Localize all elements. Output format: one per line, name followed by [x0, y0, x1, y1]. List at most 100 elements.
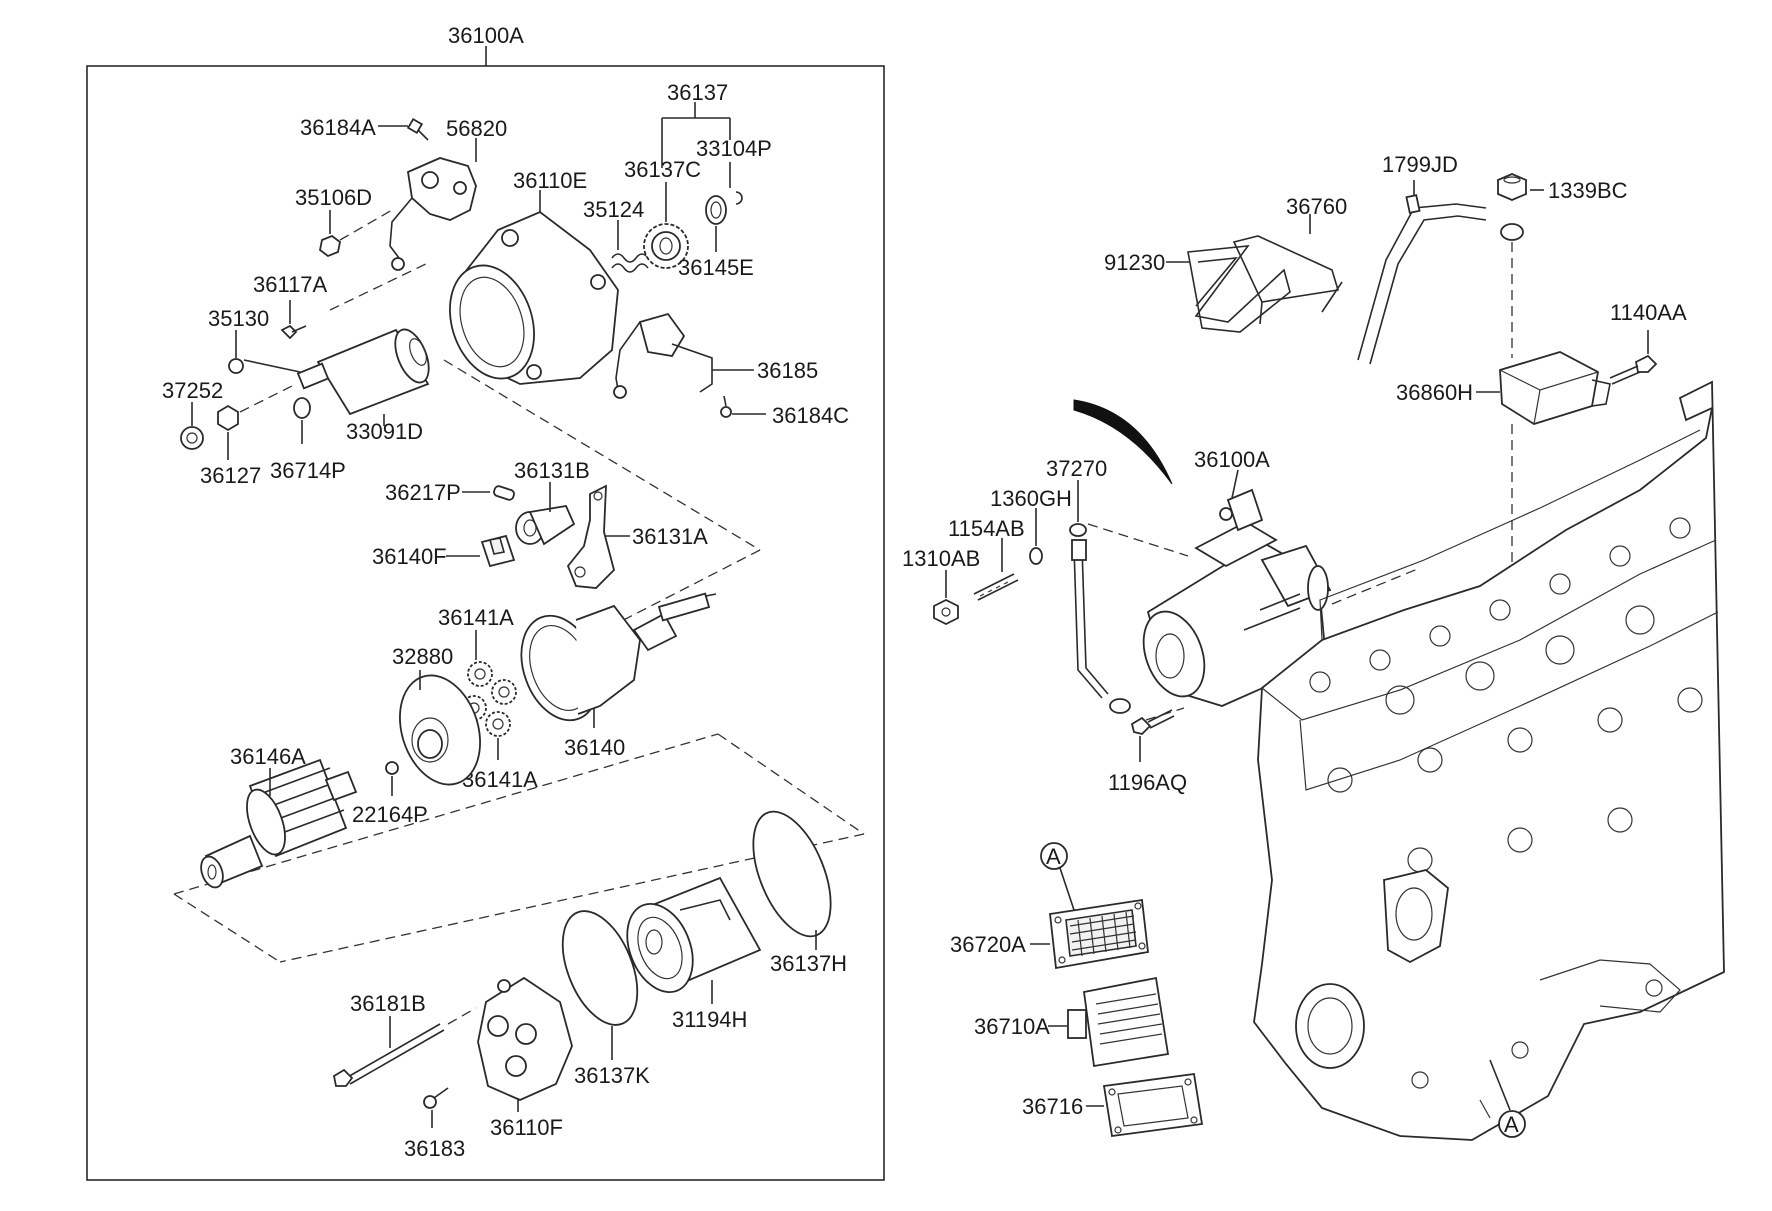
label-91230: 91230	[1104, 250, 1165, 275]
ring-36137K	[561, 910, 639, 1060]
nut-1310AB	[933, 570, 959, 626]
lever-36131A	[566, 484, 630, 589]
label-36137: 36137	[667, 80, 728, 105]
label-36137H: 36137H	[770, 951, 847, 976]
rear-cover-36110F	[477, 976, 573, 1112]
label-36185: 36185	[757, 358, 818, 383]
label-1140AA: 1140AA	[1610, 300, 1687, 325]
sleeve-36131B	[515, 482, 576, 546]
nut-37252	[180, 402, 204, 450]
label-36140: 36140	[564, 735, 625, 760]
harness-36760	[1232, 203, 1487, 365]
armature-36146A	[200, 758, 358, 889]
block-36140F	[446, 534, 516, 568]
label-33104P: 33104P	[696, 136, 772, 161]
bolt-1140AA	[1609, 330, 1658, 385]
screw-36183	[423, 1087, 449, 1128]
spring-35124	[611, 220, 649, 273]
screw-36184A	[378, 117, 429, 141]
label-36710A: 36710A	[974, 1014, 1050, 1039]
ref-marker-a-upper	[1040, 842, 1075, 911]
label-32880: 32880	[392, 644, 453, 669]
label-1310AB: 1310AB	[902, 546, 980, 571]
gasket-36716	[1086, 1072, 1204, 1138]
pin-36217P	[462, 485, 515, 501]
label-36110E: 36110E	[513, 168, 587, 193]
ball-22164P	[385, 761, 399, 796]
label-36131B: 36131B	[514, 458, 590, 483]
engine-block	[1253, 380, 1725, 1141]
label-36714P: 36714P	[270, 458, 346, 483]
bolt-36117A	[280, 300, 307, 340]
tube-91230	[1166, 245, 1291, 333]
label-36720A: 36720A	[950, 932, 1026, 957]
bracket-36137	[661, 102, 731, 168]
drive-housing-36110E	[449, 190, 619, 385]
through-bolt-36181B	[332, 1007, 477, 1087]
label-36100A-top: 36100A	[448, 23, 524, 48]
label-37252: 37252	[162, 378, 223, 403]
nut-1339BC	[1497, 173, 1544, 358]
label-36137K: 36137K	[574, 1063, 650, 1088]
label-36137C: 36137C	[624, 157, 701, 182]
label-36860H: 36860H	[1396, 380, 1473, 405]
label-36760: 36760	[1286, 194, 1347, 219]
label-36184C: 36184C	[772, 403, 849, 428]
label-36716: 36716	[1022, 1094, 1083, 1119]
nut-35106D	[319, 209, 393, 258]
label-31194H: 31194H	[672, 1007, 747, 1032]
clip-1799JD	[1405, 180, 1421, 214]
yoke-31194H	[626, 876, 762, 1004]
plate-32880	[399, 670, 481, 786]
label-1360GH: 1360GH	[990, 486, 1072, 511]
callout-arrow-arc	[1073, 399, 1173, 485]
ref-marker-a-upper-text: A	[1046, 844, 1061, 869]
label-36141A-lower: 36141A	[462, 767, 538, 792]
label-37270: 37270	[1046, 456, 1107, 481]
label-35130: 35130	[208, 306, 269, 331]
label-36127: 36127	[200, 463, 261, 488]
washer-36714P	[293, 397, 311, 444]
label-33091D: 33091D	[346, 419, 423, 444]
washer-1360GH	[1029, 508, 1043, 565]
label-36100A-right: 36100A	[1194, 447, 1270, 472]
label-36117A: 36117A	[253, 272, 328, 297]
collar-36145E	[705, 195, 727, 252]
label-36145E: 36145E	[678, 255, 754, 280]
ring-36137H	[752, 810, 832, 950]
ref-marker-a-lower-text: A	[1504, 1112, 1519, 1137]
nut-36127	[217, 383, 297, 460]
label-36110F: 36110F	[490, 1115, 563, 1140]
clip-33104P	[729, 162, 743, 205]
label-1799JD: 1799JD	[1382, 152, 1458, 177]
heater-36710A	[1048, 976, 1170, 1068]
starter-assembly-frame	[86, 46, 885, 1181]
label-1196AQ: 1196AQ	[1108, 770, 1187, 795]
solenoid-cap-56820	[389, 138, 477, 271]
gasket-36720A	[1030, 898, 1149, 970]
bolt-1196AQ	[1130, 709, 1175, 762]
internal-gear-36140	[520, 592, 717, 728]
screw-36184C	[720, 395, 766, 418]
wire-36185	[613, 312, 754, 399]
label-36217P: 36217P	[385, 480, 461, 505]
label-36131A: 36131A	[632, 524, 708, 549]
label-35124: 35124	[583, 197, 644, 222]
starter-assembly-36100A	[1142, 469, 1421, 721]
planet-gears-36141A	[461, 630, 517, 760]
label-36140F: 36140F	[372, 544, 447, 569]
label-36141A-upper: 36141A	[438, 605, 514, 630]
stud-1154AB	[973, 538, 1019, 601]
ref-marker-a-lower	[1489, 1059, 1526, 1138]
label-36184A: 36184A	[300, 115, 376, 140]
label-35106D: 35106D	[295, 185, 372, 210]
pinion-gear-36137C	[643, 182, 689, 269]
label-22164P: 22164P	[352, 802, 428, 827]
label-56820: 56820	[446, 116, 507, 141]
label-36146A: 36146A	[230, 744, 306, 769]
cable-37270	[1069, 480, 1189, 714]
nut-35130	[228, 330, 301, 374]
label-36183: 36183	[404, 1136, 465, 1161]
label-1339BC: 1339BC	[1548, 178, 1628, 203]
